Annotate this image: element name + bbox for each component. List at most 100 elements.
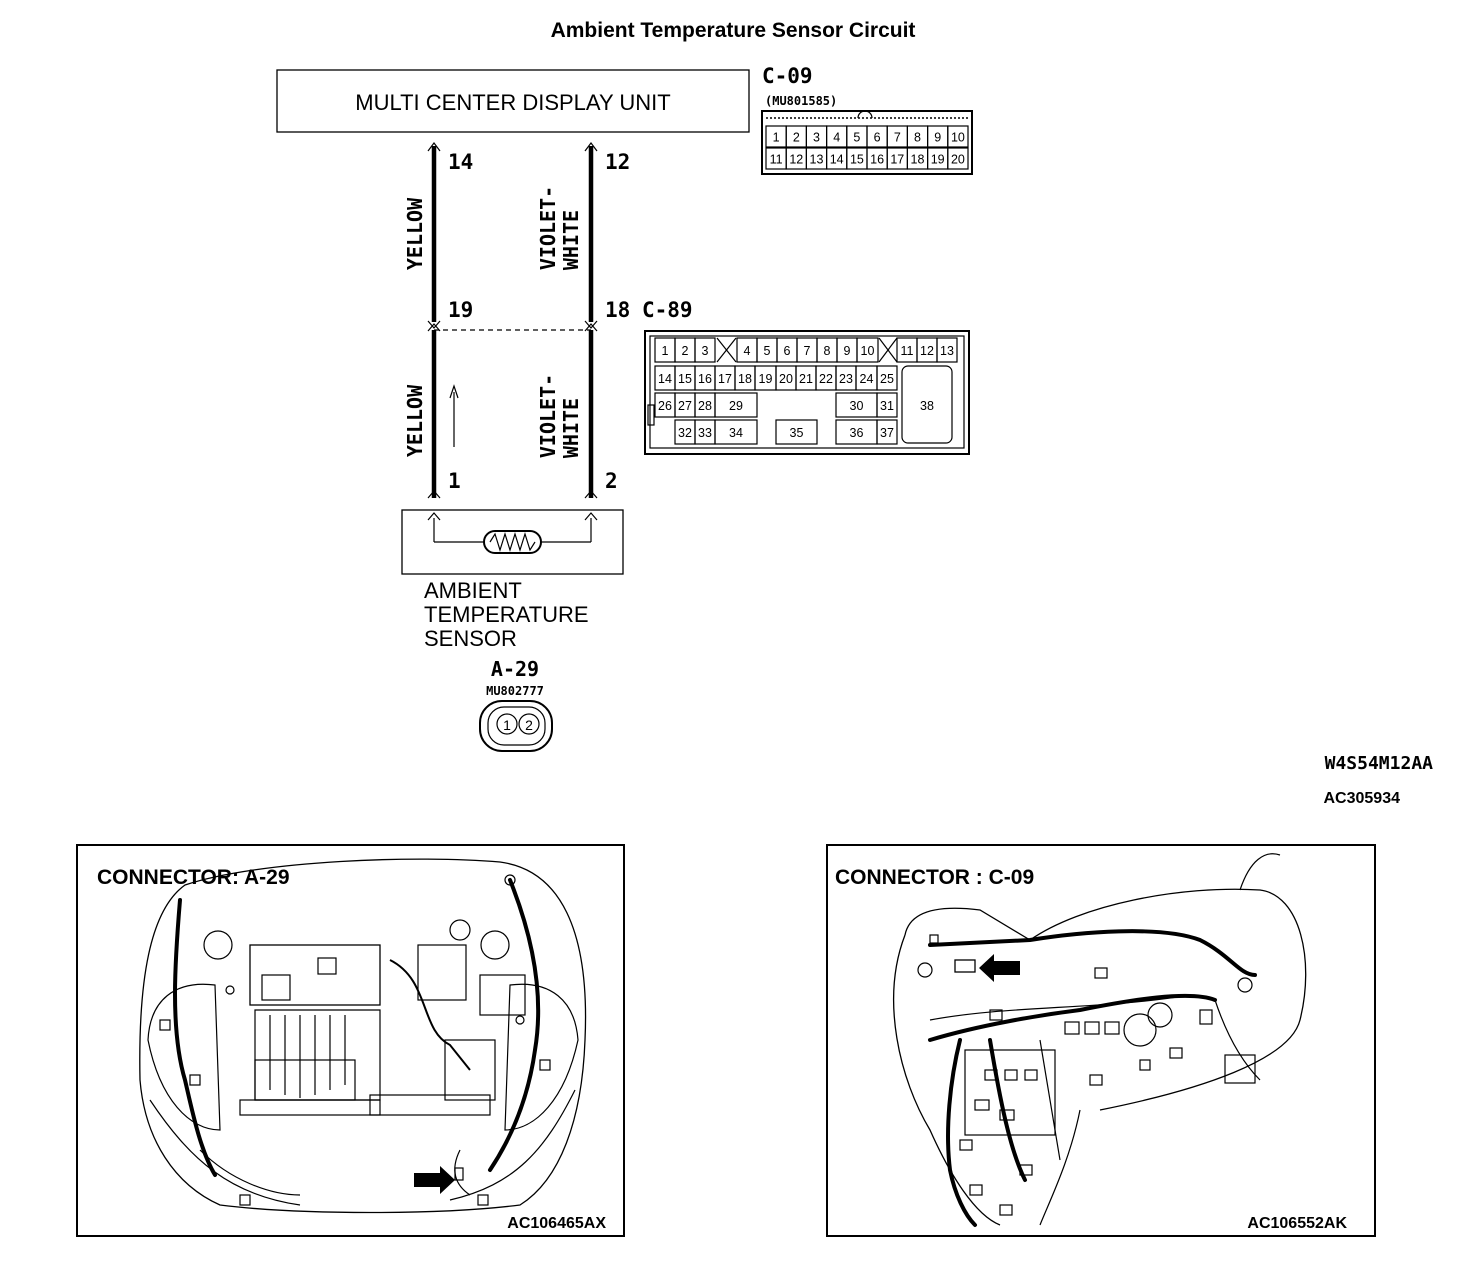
svg-text:19: 19 [759, 372, 773, 386]
c89-pin-22: 22 [815, 365, 837, 391]
diagram-code-2: AC305934 [1324, 790, 1401, 807]
connector-location-panel-c09: CONNECTOR : C-09 AC106552AK [826, 844, 1376, 1237]
c89-pin-19: 19 [754, 365, 777, 391]
svg-text:4: 4 [744, 344, 751, 358]
svg-text:37: 37 [880, 426, 894, 440]
c89-pin-5: 5 [756, 337, 778, 363]
svg-text:29: 29 [729, 399, 743, 413]
c09-pin-14: 14 [825, 147, 848, 170]
a29-part-number: MU802777 [486, 684, 544, 698]
c89-pin-38: 38 [920, 399, 934, 413]
svg-text:25: 25 [880, 372, 894, 386]
a29-pin-2: 2 [525, 717, 533, 733]
svg-text:7: 7 [804, 344, 811, 358]
svg-text:2: 2 [682, 344, 689, 358]
svg-text:17: 17 [718, 372, 732, 386]
a29-pin-1: 1 [503, 717, 511, 733]
svg-text:8: 8 [914, 131, 921, 145]
svg-text:3: 3 [702, 344, 709, 358]
svg-text:10: 10 [951, 131, 965, 145]
wire-color-label-violet-lower-2: WHITE [559, 398, 583, 458]
c09-pin-15: 15 [846, 147, 868, 170]
c89-pin-11: 11 [896, 337, 918, 363]
svg-text:20: 20 [779, 372, 793, 386]
svg-text:22: 22 [819, 372, 833, 386]
connector-location-panel-a29: CONNECTOR: A-29 AC106465AX [76, 844, 625, 1237]
c89-pin-13: 13 [936, 337, 958, 363]
svg-text:21: 21 [799, 372, 813, 386]
svg-text:12: 12 [789, 153, 803, 167]
c89-pin-34: 34 [714, 419, 758, 445]
svg-text:16: 16 [870, 153, 884, 167]
pin-19: 19 [448, 298, 473, 322]
svg-text:6: 6 [874, 131, 881, 145]
c89-pin-3: 3 [694, 337, 716, 363]
c89-pin-20: 20 [775, 365, 797, 391]
wire-color-label-violet-upper-1: VIOLET- [536, 186, 560, 270]
c09-part-number: (MU801585) [765, 94, 837, 108]
c89-pin-23: 23 [835, 365, 857, 391]
c09-pin-3: 3 [805, 125, 828, 148]
diagram-code-1: W4S54M12AA [1325, 753, 1434, 774]
svg-text:14: 14 [830, 153, 844, 167]
c89-pin-27: 27 [674, 392, 696, 418]
pin-14: 14 [448, 150, 473, 174]
c89-pin-36: 36 [835, 419, 878, 445]
svg-text:10: 10 [861, 344, 875, 358]
c89-connector-name: C-89 [642, 298, 693, 322]
c89-pin-18: 18 [734, 365, 756, 391]
c89-pin-1: 1 [654, 337, 676, 363]
svg-text:1: 1 [662, 344, 669, 358]
c09-pin-17: 17 [886, 147, 909, 170]
c09-pin-16: 16 [866, 147, 888, 170]
svg-text:2: 2 [793, 131, 800, 145]
current-direction-arrow [449, 384, 459, 447]
c09-pin-4: 4 [825, 125, 848, 148]
c09-pin-20: 20 [947, 147, 969, 170]
svg-text:30: 30 [850, 399, 864, 413]
svg-text:18: 18 [911, 153, 925, 167]
svg-text:28: 28 [698, 399, 712, 413]
c09-pin-13: 13 [805, 147, 828, 170]
c89-pin-8: 8 [816, 337, 838, 363]
svg-text:13: 13 [940, 344, 954, 358]
multi-center-display-unit-label: MULTI CENTER DISPLAY UNIT [355, 90, 670, 115]
c09-connector-name: C-09 [762, 64, 813, 88]
svg-text:6: 6 [784, 344, 791, 358]
c09-pin-11: 11 [765, 147, 787, 170]
sensor-label-line3: SENSOR [424, 626, 517, 651]
wire-color-label-yellow-upper: YELLOW [403, 197, 427, 270]
wire-color-label-violet-lower-1: VIOLET- [536, 374, 560, 458]
c89-pin-14: 14 [654, 365, 676, 391]
c89-pin-4: 4 [736, 337, 758, 363]
svg-text:7: 7 [894, 131, 901, 145]
c89-pin-2: 2 [674, 337, 696, 363]
instrument-panel-illustration [893, 853, 1307, 1227]
c89-pin-15: 15 [674, 365, 696, 391]
c89-pin-16: 16 [694, 365, 716, 391]
svg-text:26: 26 [658, 399, 672, 413]
c89-pin-24: 24 [855, 365, 878, 391]
svg-text:3: 3 [813, 131, 820, 145]
svg-text:9: 9 [844, 344, 851, 358]
svg-text:1: 1 [773, 131, 780, 145]
terminal-markers [427, 142, 598, 521]
svg-text:23: 23 [839, 372, 853, 386]
svg-text:32: 32 [678, 426, 692, 440]
svg-text:20: 20 [951, 153, 965, 167]
svg-text:18: 18 [738, 372, 752, 386]
pin-2: 2 [605, 469, 618, 493]
sensor-label-line1: AMBIENT [424, 578, 522, 603]
svg-text:5: 5 [764, 344, 771, 358]
svg-text:27: 27 [678, 399, 692, 413]
c09-pin-7: 7 [886, 125, 909, 148]
svg-text:24: 24 [860, 372, 874, 386]
c89-pin-29: 29 [714, 392, 758, 418]
c09-pin-2: 2 [785, 125, 808, 148]
svg-text:9: 9 [934, 131, 941, 145]
svg-text:4: 4 [833, 131, 840, 145]
c89-pin-30: 30 [835, 392, 878, 418]
svg-text:16: 16 [698, 372, 712, 386]
c89-pin-26: 26 [654, 392, 676, 418]
